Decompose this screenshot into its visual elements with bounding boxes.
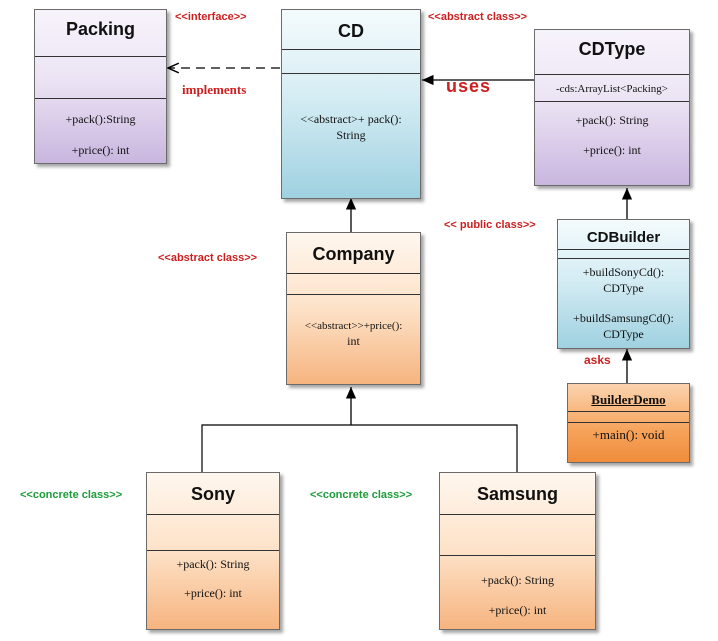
cdtype-attribute: -cds:ArrayList<Packing> bbox=[556, 83, 668, 95]
asks-label: asks bbox=[584, 353, 611, 367]
company-class-name: Company bbox=[312, 244, 395, 264]
sony-class: Sony +pack(): String +price(): int bbox=[146, 472, 280, 630]
samsung-method-price: +price(): int bbox=[488, 603, 547, 617]
sony-method-price: +price(): int bbox=[184, 586, 242, 600]
packing-method-pack: +pack():String bbox=[65, 112, 136, 126]
company-stereotype: <<abstract class>> bbox=[158, 252, 258, 264]
cdbuilder-class: CDBuilder +buildSonyCd(): CDType +buildS… bbox=[557, 219, 690, 349]
cd-class: CD <<abstract>+ pack(): String bbox=[281, 9, 421, 199]
company-method-line1: <<abstract>>+price(): bbox=[304, 320, 403, 332]
subclass-bracket bbox=[201, 424, 518, 472]
samsung-method-pack: +pack(): String bbox=[480, 573, 555, 587]
builderdemo-class-name: BuilderDemo bbox=[591, 392, 666, 407]
cdbuilder-method-line4: CDType bbox=[603, 327, 644, 341]
packing-class: Packing +pack():String +price(): int bbox=[34, 9, 167, 164]
cdbuilder-class-name: CDBuilder bbox=[586, 229, 661, 246]
implements-label: implements bbox=[182, 82, 247, 97]
company-class: Company <<abstract>>+price(): int bbox=[286, 232, 421, 385]
cdtype-class: CDType -cds:ArrayList<Packing> +pack(): … bbox=[534, 29, 690, 186]
cdtype-method-price: +price(): int bbox=[583, 143, 641, 157]
samsung-class-name: Samsung bbox=[476, 484, 559, 504]
company-method-line2: int bbox=[347, 334, 360, 348]
cd-method-line1: <<abstract>+ pack(): bbox=[300, 112, 402, 126]
cdbuilder-method-line2: CDType bbox=[603, 281, 644, 295]
cd-method-line2: String bbox=[336, 128, 366, 142]
cd-class-name: CD bbox=[338, 21, 364, 41]
sony-stereotype: <<concrete class>> bbox=[20, 489, 123, 501]
sony-method-pack: +pack(): String bbox=[176, 557, 250, 571]
cdbuilder-stereotype: << public class>> bbox=[444, 219, 536, 231]
cdtype-method-pack: +pack(): String bbox=[575, 113, 649, 127]
cdbuilder-method-line1: +buildSonyCd(): bbox=[582, 265, 665, 279]
cdbuilder-method-line3: +buildSamsungCd(): bbox=[573, 311, 674, 325]
packing-method-price: +price(): int bbox=[71, 143, 130, 157]
builderdemo-class: BuilderDemo +main(): void bbox=[567, 383, 690, 463]
cd-stereotype: <<abstract class>> bbox=[428, 11, 528, 23]
sony-class-name: Sony bbox=[190, 484, 235, 504]
builderdemo-method-main: +main(): void bbox=[592, 427, 665, 442]
uses-label: uses bbox=[446, 76, 492, 96]
samsung-stereotype: <<concrete class>> bbox=[310, 489, 413, 501]
packing-stereotype: <<interface>> bbox=[175, 11, 247, 23]
samsung-class: Samsung +pack(): String +price(): int bbox=[439, 472, 596, 630]
cdtype-class-name: CDType bbox=[578, 39, 646, 59]
packing-class-name: Packing bbox=[65, 19, 136, 39]
